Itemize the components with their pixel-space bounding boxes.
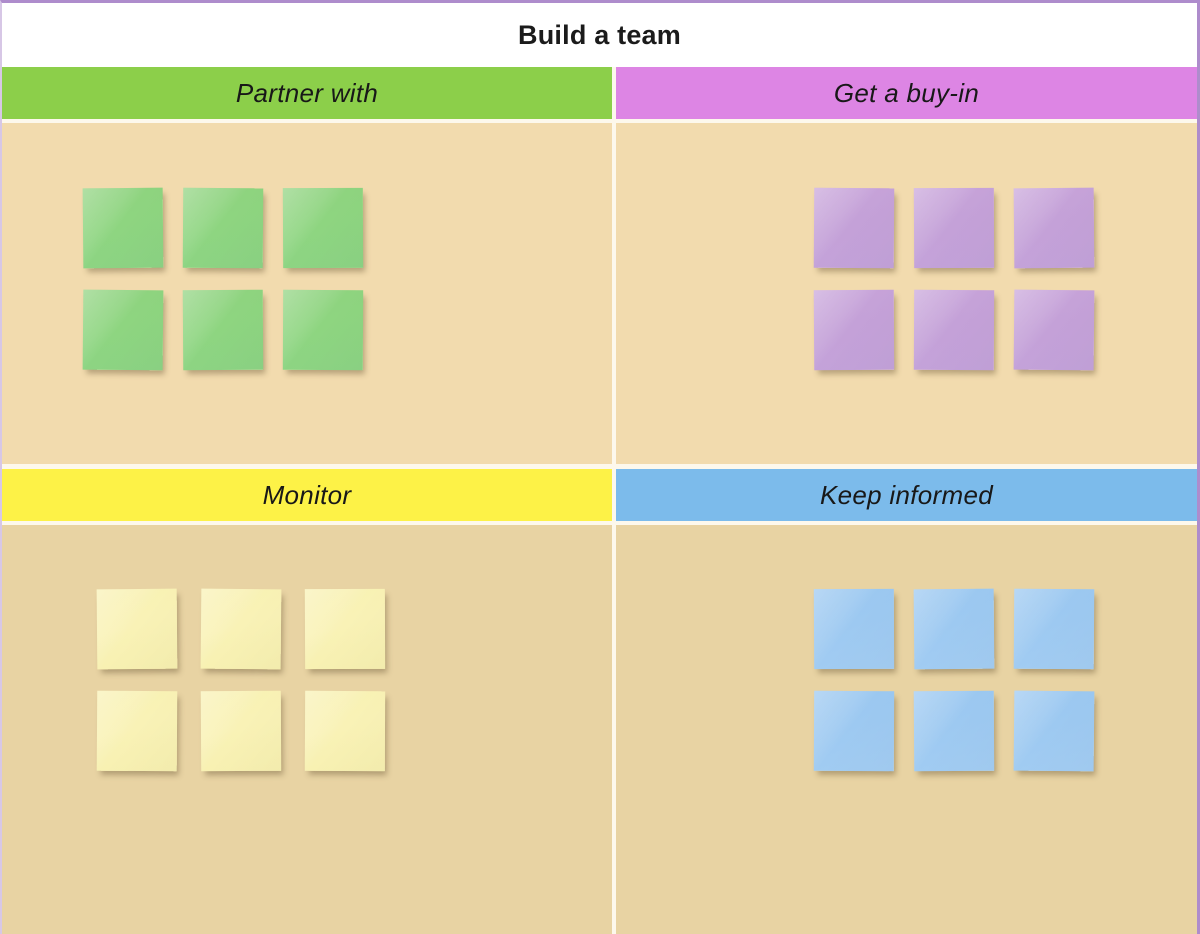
sticky-note[interactable] bbox=[913, 690, 995, 772]
quadrant-grid: Partner with Get a buy-in bbox=[2, 67, 1197, 934]
sticky-note[interactable] bbox=[96, 690, 178, 772]
note-surface bbox=[96, 690, 178, 772]
quadrant-body-partner-with[interactable] bbox=[2, 119, 612, 464]
sticky-note-group-monitor bbox=[96, 588, 386, 772]
note-surface bbox=[182, 187, 264, 269]
sticky-note[interactable] bbox=[1013, 187, 1095, 269]
note-surface bbox=[304, 588, 386, 670]
quadrant-label-keep-informed: Keep informed bbox=[819, 479, 993, 510]
note-surface bbox=[813, 690, 895, 772]
sticky-note[interactable] bbox=[82, 289, 164, 371]
note-surface bbox=[96, 588, 178, 670]
sticky-note[interactable] bbox=[1013, 588, 1095, 670]
note-surface bbox=[1013, 588, 1095, 670]
sticky-note[interactable] bbox=[813, 690, 895, 772]
note-surface bbox=[200, 690, 282, 772]
note-surface bbox=[200, 588, 282, 670]
note-surface bbox=[1013, 690, 1095, 772]
quadrant-header-keep-informed: Keep informed bbox=[616, 469, 1197, 521]
note-surface bbox=[913, 690, 995, 772]
sticky-note[interactable] bbox=[304, 588, 386, 670]
quadrant-label-partner-with: Partner with bbox=[235, 77, 379, 108]
sticky-note[interactable] bbox=[1013, 690, 1095, 772]
sticky-note-group-keep-informed bbox=[813, 588, 1095, 772]
sticky-note[interactable] bbox=[200, 690, 282, 772]
sticky-note[interactable] bbox=[82, 187, 164, 269]
note-surface bbox=[913, 588, 995, 670]
quadrant-keep-informed[interactable]: Keep informed bbox=[612, 464, 1197, 934]
sticky-note[interactable] bbox=[96, 588, 178, 670]
sticky-note[interactable] bbox=[182, 187, 264, 269]
sticky-note[interactable] bbox=[200, 588, 282, 670]
sticky-note[interactable] bbox=[182, 289, 264, 371]
quadrant-partner-with[interactable]: Partner with bbox=[2, 67, 612, 464]
note-surface bbox=[813, 187, 895, 269]
quadrant-label-get-a-buy-in: Get a buy-in bbox=[833, 77, 980, 108]
note-surface bbox=[304, 690, 386, 772]
sticky-note[interactable] bbox=[813, 289, 895, 371]
sticky-note[interactable] bbox=[282, 187, 364, 269]
sticky-note-group-partner-with bbox=[82, 187, 364, 371]
quadrant-header-monitor: Monitor bbox=[2, 469, 612, 521]
sticky-note[interactable] bbox=[304, 690, 386, 772]
note-surface bbox=[1013, 187, 1095, 269]
note-surface bbox=[82, 187, 164, 269]
note-surface bbox=[82, 289, 164, 371]
quadrant-body-get-a-buy-in[interactable] bbox=[616, 119, 1197, 464]
sticky-note[interactable] bbox=[913, 289, 995, 371]
note-surface bbox=[913, 187, 995, 269]
quadrant-header-get-a-buy-in: Get a buy-in bbox=[616, 67, 1197, 119]
note-surface bbox=[282, 289, 364, 371]
quadrant-row-bottom: Monitor Keep informed bbox=[2, 464, 1197, 934]
quadrant-monitor[interactable]: Monitor bbox=[2, 464, 612, 934]
note-surface bbox=[813, 289, 895, 371]
note-surface bbox=[1013, 289, 1095, 371]
quadrant-header-partner-with: Partner with bbox=[2, 67, 612, 119]
note-surface bbox=[182, 289, 264, 371]
note-surface bbox=[913, 289, 995, 371]
quadrant-get-a-buy-in[interactable]: Get a buy-in bbox=[612, 67, 1197, 464]
sticky-note[interactable] bbox=[913, 588, 995, 670]
sticky-note-group-get-a-buy-in bbox=[813, 187, 1095, 371]
sticky-note[interactable] bbox=[1013, 289, 1095, 371]
page-title: Build a team bbox=[518, 19, 681, 50]
sticky-note[interactable] bbox=[813, 588, 895, 670]
sticky-note[interactable] bbox=[813, 187, 895, 269]
board-title-bar: Build a team bbox=[2, 3, 1197, 67]
note-surface bbox=[282, 187, 364, 269]
quadrant-body-keep-informed[interactable] bbox=[616, 521, 1197, 934]
sticky-note[interactable] bbox=[913, 187, 995, 269]
quadrant-body-monitor[interactable] bbox=[2, 521, 612, 934]
note-surface bbox=[813, 588, 895, 670]
quadrant-label-monitor: Monitor bbox=[262, 479, 352, 510]
sticky-note[interactable] bbox=[282, 289, 364, 371]
quadrant-row-top: Partner with Get a buy-in bbox=[2, 67, 1197, 464]
